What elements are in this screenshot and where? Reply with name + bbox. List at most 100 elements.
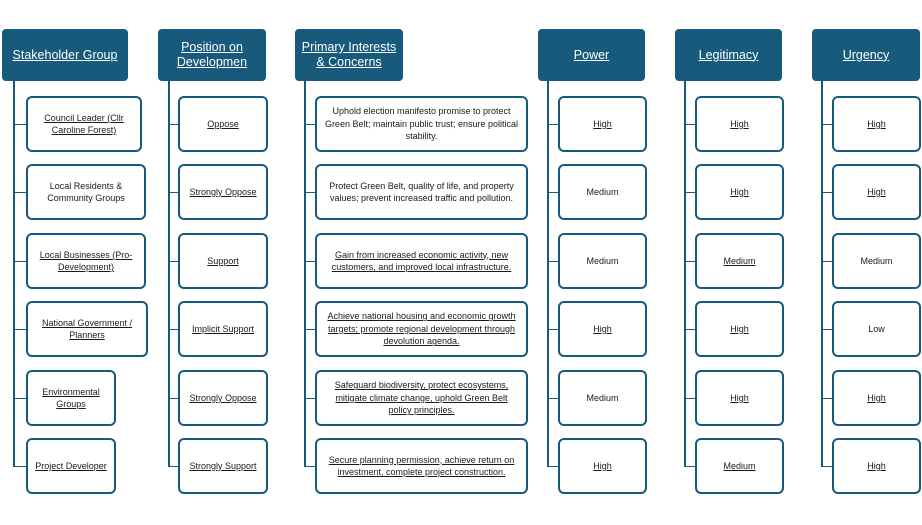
urgency-text: Medium <box>860 255 893 266</box>
legitimacy-text: Medium <box>723 255 756 266</box>
connector-stub-position <box>168 329 178 330</box>
legitimacy-text: High <box>730 392 749 403</box>
connector-stub-urgency <box>821 124 832 125</box>
connector-stub-position <box>168 261 178 262</box>
legitimacy-text: Medium <box>723 460 756 471</box>
power-box: High <box>558 96 647 152</box>
connector-stub-power <box>547 329 558 330</box>
connector-trunk-position <box>168 81 170 466</box>
position-box: Strongly Oppose <box>178 164 268 220</box>
connector-stub-interests <box>304 329 315 330</box>
connector-stub-legitimacy <box>684 466 695 467</box>
connector-stub-position <box>168 124 178 125</box>
power-text: Medium <box>586 255 619 266</box>
connector-stub-power <box>547 398 558 399</box>
power-box: Medium <box>558 370 647 426</box>
header-stakeholder: Stakeholder Group <box>2 29 128 81</box>
connector-stub-urgency <box>821 261 832 262</box>
connector-stub-urgency <box>821 398 832 399</box>
power-text: Medium <box>586 186 619 197</box>
connector-stub-power <box>547 466 558 467</box>
power-box: Medium <box>558 164 647 220</box>
position-text: Oppose <box>207 118 239 129</box>
header-power: Power <box>538 29 645 81</box>
legitimacy-box: Medium <box>695 233 784 289</box>
stakeholder-box: Local Residents & Community Groups <box>26 164 146 220</box>
interests-box: Safeguard biodiversity, protect ecosyste… <box>315 370 528 426</box>
connector-stub-legitimacy <box>684 124 695 125</box>
power-text: High <box>593 460 612 471</box>
interests-box: Achieve national housing and economic gr… <box>315 301 528 357</box>
connector-stub-interests <box>304 124 315 125</box>
connector-trunk-legitimacy <box>684 81 686 466</box>
connector-stub-legitimacy <box>684 398 695 399</box>
urgency-box: Low <box>832 301 921 357</box>
legitimacy-box: High <box>695 370 784 426</box>
connector-stub-urgency <box>821 466 832 467</box>
legitimacy-box: High <box>695 301 784 357</box>
connector-stub-urgency <box>821 192 832 193</box>
connector-stub-stakeholder <box>13 398 26 399</box>
interests-box: Gain from increased economic activity, n… <box>315 233 528 289</box>
stakeholder-text: Project Developer <box>35 460 107 471</box>
urgency-box: High <box>832 96 921 152</box>
stakeholder-box: Environmental Groups <box>26 370 116 426</box>
header-urgency: Urgency <box>812 29 920 81</box>
urgency-box: High <box>832 370 921 426</box>
interests-text: Secure planning permission, achieve retu… <box>328 454 515 478</box>
urgency-box: Medium <box>832 233 921 289</box>
connector-stub-stakeholder <box>13 261 26 262</box>
connector-stub-stakeholder <box>13 192 26 193</box>
position-box: Support <box>178 233 268 289</box>
header-position: Position on Developmen <box>158 29 266 81</box>
connector-stub-position <box>168 192 178 193</box>
stakeholder-box: Local Businesses (Pro-Development) <box>26 233 146 289</box>
stakeholder-box: Council Leader (Cllr Caroline Forest) <box>26 96 142 152</box>
interests-text: Gain from increased economic activity, n… <box>331 249 512 273</box>
connector-trunk-interests <box>304 81 306 466</box>
connector-stub-urgency <box>821 329 832 330</box>
power-box: Medium <box>558 233 647 289</box>
urgency-text: High <box>867 460 886 471</box>
legitimacy-box: High <box>695 96 784 152</box>
power-text: High <box>593 118 612 129</box>
interests-text: Uphold election manifesto promise to pro… <box>324 106 519 142</box>
legitimacy-text: High <box>730 186 749 197</box>
stakeholder-box: Project Developer <box>26 438 116 494</box>
connector-stub-legitimacy <box>684 192 695 193</box>
connector-stub-position <box>168 466 178 467</box>
connector-stub-stakeholder <box>13 466 26 467</box>
connector-stub-interests <box>304 261 315 262</box>
position-box: Strongly Support <box>178 438 268 494</box>
urgency-text: High <box>867 118 886 129</box>
legitimacy-text: High <box>730 323 749 334</box>
connector-trunk-stakeholder <box>13 81 15 466</box>
position-text: Strongly Support <box>189 460 257 471</box>
position-box: Oppose <box>178 96 268 152</box>
connector-stub-power <box>547 261 558 262</box>
urgency-text: High <box>867 392 886 403</box>
connector-stub-power <box>547 124 558 125</box>
connector-stub-stakeholder <box>13 124 26 125</box>
connector-stub-power <box>547 192 558 193</box>
urgency-text: Low <box>868 323 885 334</box>
urgency-box: High <box>832 438 921 494</box>
position-box: Implicit Support <box>178 301 268 357</box>
header-legitimacy: Legitimacy <box>675 29 782 81</box>
legitimacy-text: High <box>730 118 749 129</box>
connector-trunk-power <box>547 81 549 466</box>
position-text: Support <box>207 255 239 266</box>
stakeholder-text: National Government / Planners <box>41 317 133 341</box>
legitimacy-box: Medium <box>695 438 784 494</box>
interests-text: Protect Green Belt, quality of life, and… <box>329 180 514 204</box>
connector-stub-interests <box>304 466 315 467</box>
interests-box: Secure planning permission, achieve retu… <box>315 438 528 494</box>
urgency-box: High <box>832 164 921 220</box>
connector-stub-interests <box>304 398 315 399</box>
connector-stub-stakeholder <box>13 329 26 330</box>
legitimacy-box: High <box>695 164 784 220</box>
position-text: Strongly Oppose <box>189 186 257 197</box>
stakeholder-box: National Government / Planners <box>26 301 148 357</box>
power-box: High <box>558 438 647 494</box>
stakeholder-text: Local Residents & Community Groups <box>47 180 125 204</box>
